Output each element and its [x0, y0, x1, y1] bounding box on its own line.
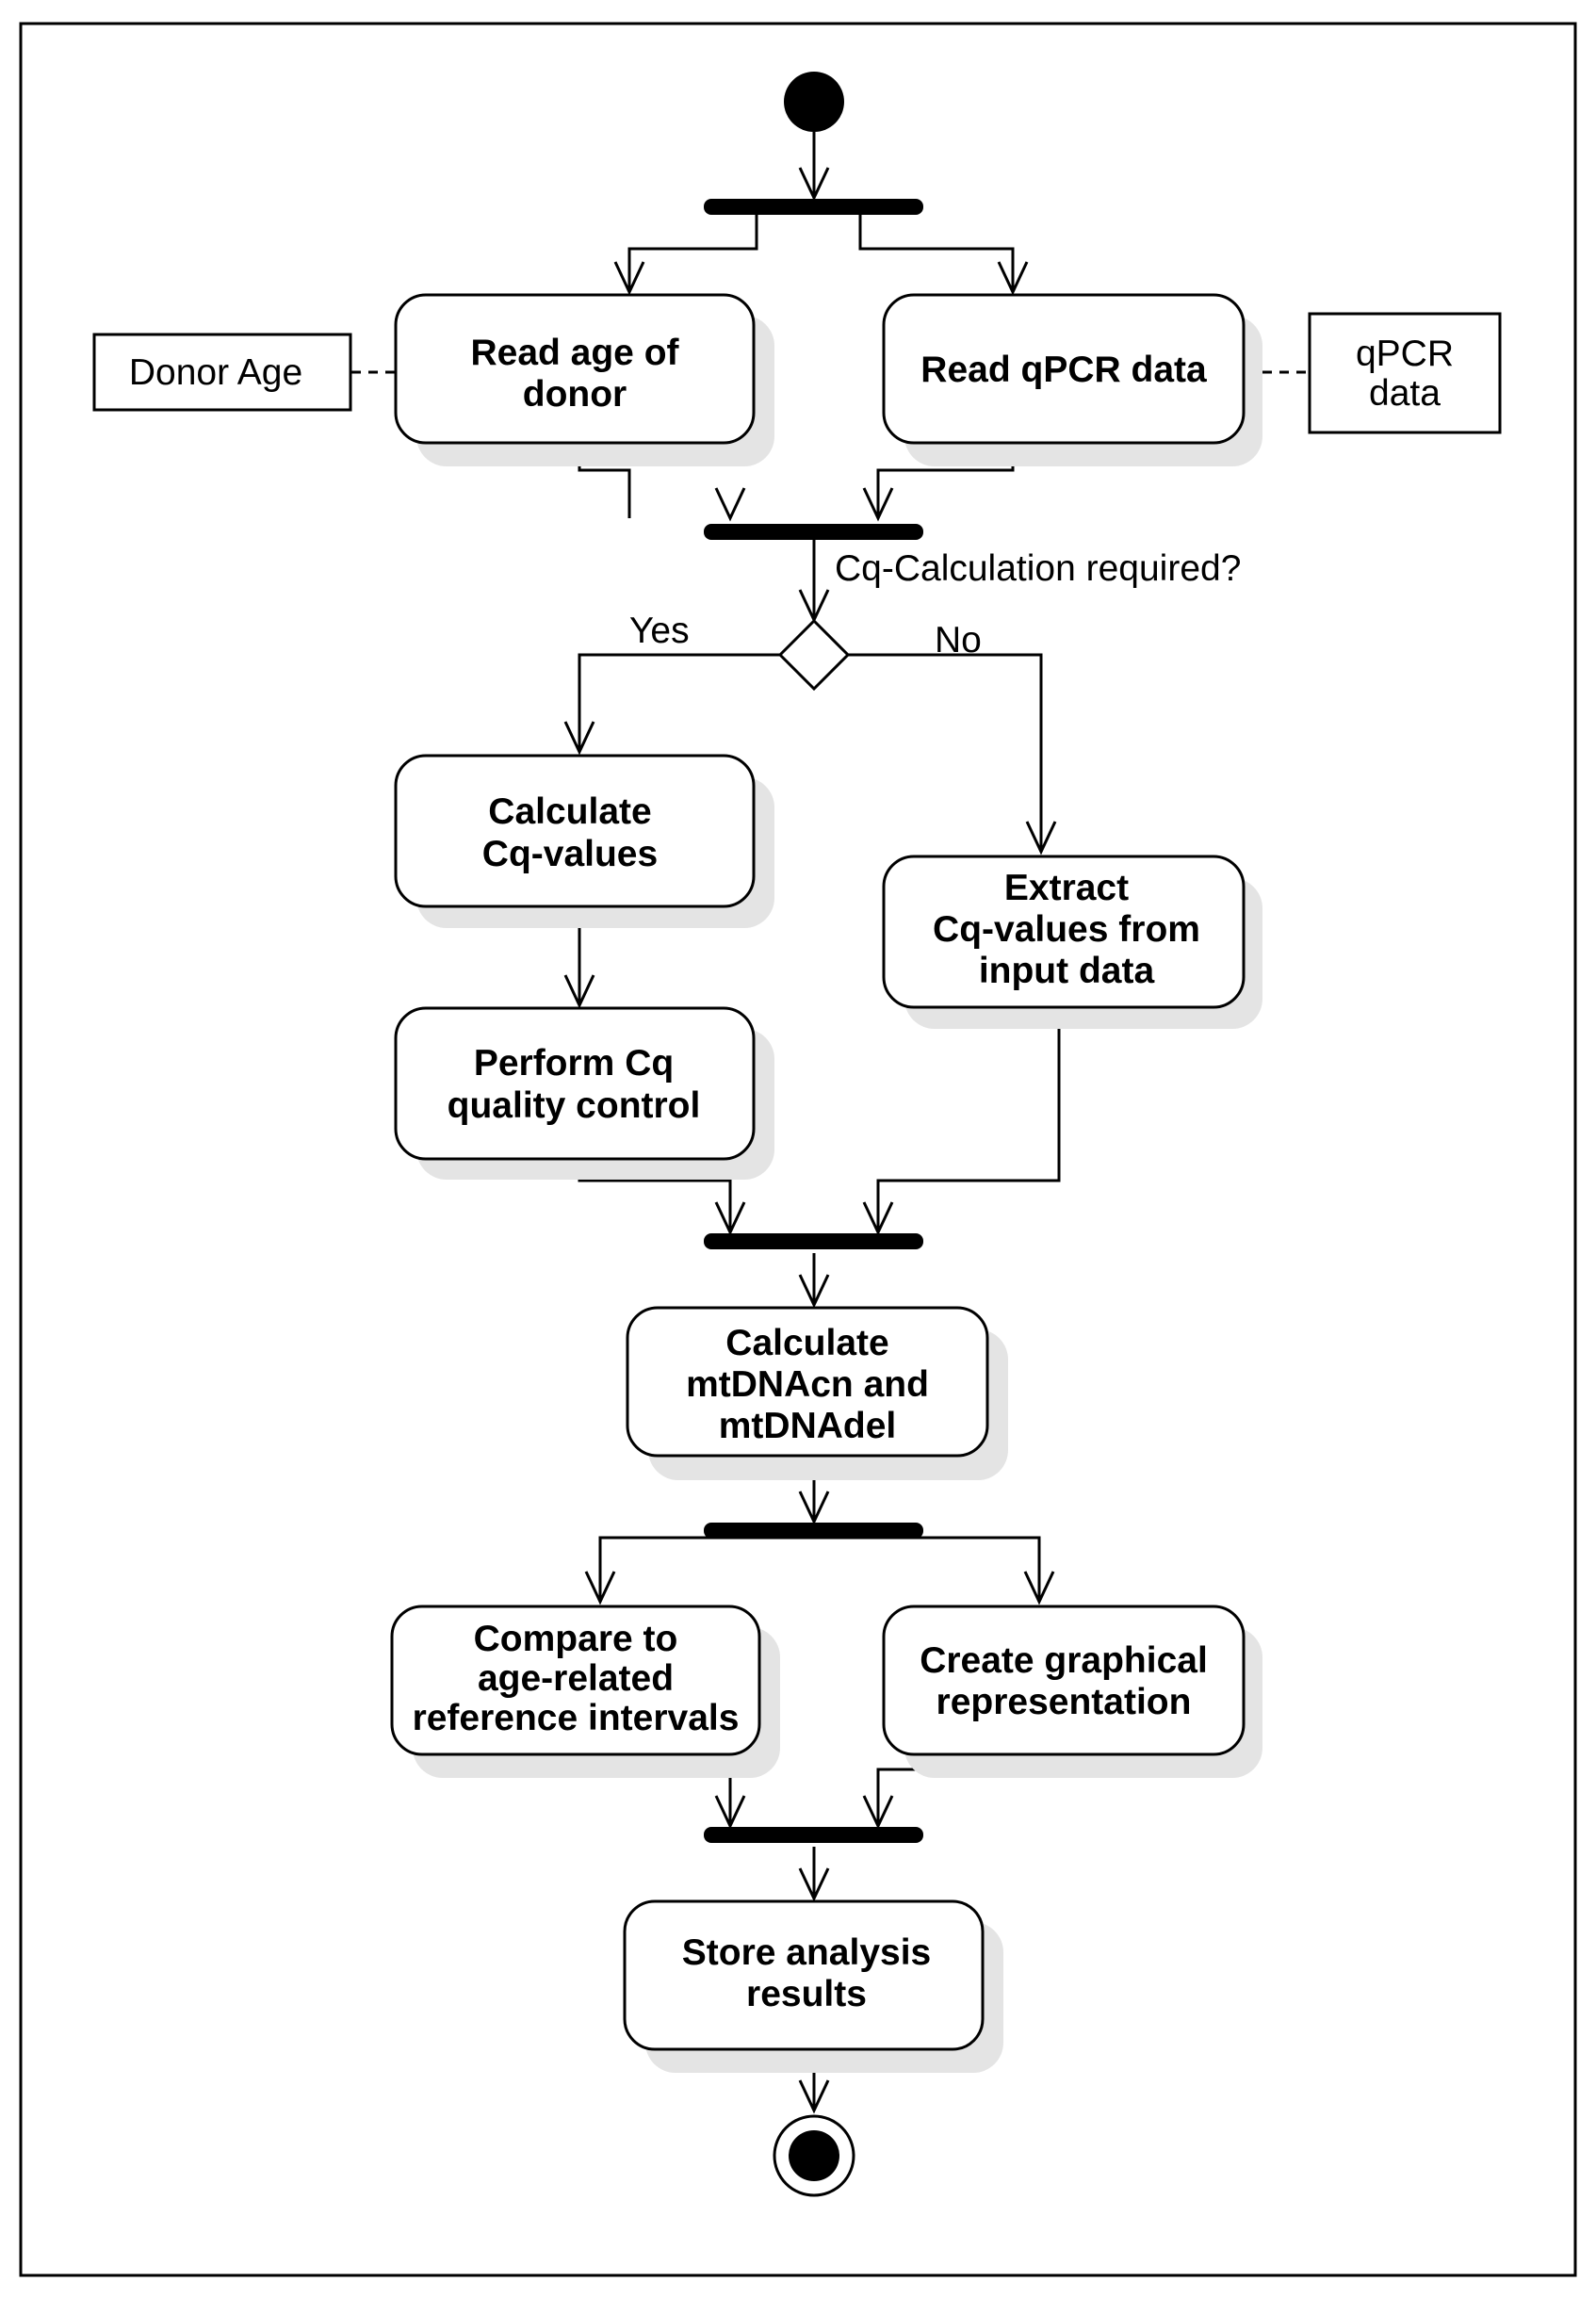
label-line: Donor Age	[129, 352, 302, 393]
label-line: input data	[979, 951, 1155, 991]
object-donor-age-label: Donor Age	[129, 352, 302, 393]
label-line: Create graphical	[920, 1640, 1208, 1681]
label-line: representation	[936, 1682, 1192, 1722]
label-line: donor	[523, 374, 627, 415]
action-read-qpcr: Read qPCR data	[882, 293, 1262, 466]
label-line: mtDNAdel	[719, 1406, 897, 1446]
label-line: age-related	[478, 1658, 674, 1699]
label-line: mtDNAcn and	[686, 1364, 929, 1405]
join-bar-2	[704, 1233, 923, 1249]
label-line: Compare to	[474, 1619, 678, 1659]
fork-bar-2	[704, 1523, 923, 1539]
decision-node	[777, 618, 851, 692]
guard-yes-label: Yes	[629, 611, 690, 651]
label-line: quality control	[448, 1085, 701, 1126]
object-donor-age: Donor Age	[92, 333, 352, 412]
label-line: Read age of	[470, 333, 679, 373]
label-line: Calculate	[725, 1323, 888, 1363]
final-node	[773, 2114, 855, 2197]
label-line: data	[1369, 373, 1441, 414]
label-line: reference intervals	[413, 1698, 740, 1738]
guard-no-label: No	[935, 620, 982, 660]
label-line: Read qPCR data	[920, 350, 1207, 390]
label-line: Extract	[1004, 868, 1129, 908]
fork-bar-1	[704, 199, 923, 215]
decision-question-label: Cq-Calculation required?	[835, 548, 1241, 589]
diagram-frame	[19, 22, 1577, 2277]
arrowheads	[563, 167, 1057, 2114]
join-bar-3	[704, 1827, 923, 1843]
label-line: Cq-values from	[933, 909, 1200, 950]
join-bar-1	[704, 524, 923, 540]
label-line: Calculate	[488, 791, 651, 832]
initial-node	[784, 72, 844, 132]
action-read-qpcr-label: Read qPCR data	[920, 350, 1207, 390]
label-line: Store analysis	[682, 1932, 931, 1973]
label-line: Perform Cq	[474, 1043, 674, 1084]
label-line: results	[746, 1974, 867, 2014]
label-line: Cq-values	[482, 834, 658, 874]
label-line: qPCR	[1356, 334, 1454, 374]
